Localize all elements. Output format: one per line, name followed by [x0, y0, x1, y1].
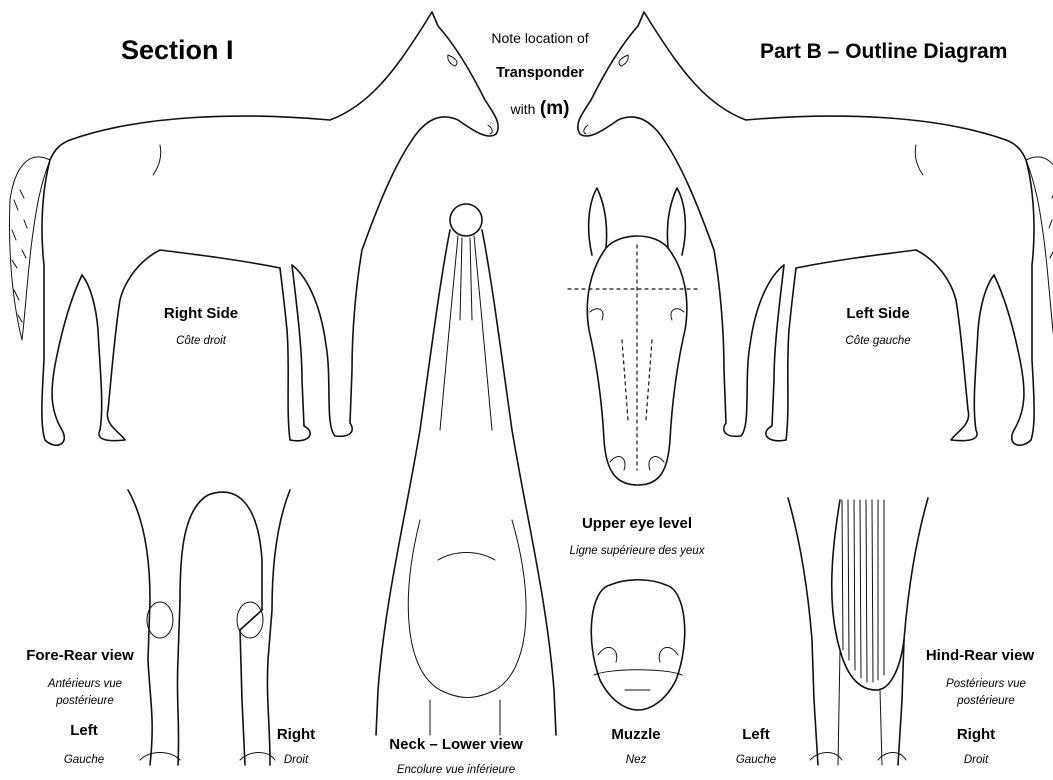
neck-lower-view-label: Neck – Lower view	[389, 736, 522, 753]
transponder-note-line3: with (m)	[511, 98, 570, 120]
fore-rear-view-label: Fore-Rear view	[26, 647, 134, 664]
fore-left-label: Left	[70, 722, 98, 739]
transponder-note-line2: Transponder	[496, 65, 584, 81]
section-title: Section I	[121, 35, 234, 66]
upper-eye-level-label-fr: Ligne supérieure des yeux	[570, 545, 705, 557]
muzzle-label-fr: Nez	[626, 754, 646, 766]
left-side-label: Left Side	[846, 305, 909, 322]
hind-rear-view-label-fr-2: postérieure	[957, 695, 1015, 707]
fore-right-label-fr: Droit	[284, 754, 308, 766]
hind-rear-view-label: Hind-Rear view	[926, 647, 1034, 664]
part-title: Part B – Outline Diagram	[760, 40, 1007, 64]
fore-left-label-fr: Gauche	[64, 754, 104, 766]
neck-lower-view-outline	[376, 204, 556, 735]
hind-rear-view-label-fr-1: Postérieurs vue	[946, 678, 1026, 690]
fore-rear-view-legs-outline	[128, 490, 290, 765]
head-front-view-outline	[568, 188, 700, 485]
transponder-note-line1: Note location of	[491, 30, 588, 46]
right-side-label-fr: Côte droit	[176, 335, 226, 347]
upper-eye-level-label: Upper eye level	[582, 515, 692, 532]
hind-right-label-fr: Droit	[964, 754, 988, 766]
fore-right-label: Right	[277, 726, 315, 743]
fore-rear-view-label-fr-2: postérieure	[56, 695, 114, 707]
neck-lower-view-label-fr: Encolure vue inférieure	[397, 764, 515, 776]
hind-left-label: Left	[742, 726, 770, 743]
left-side-horse-outline	[578, 12, 1053, 445]
left-side-label-fr: Côte gauche	[845, 335, 910, 347]
hind-rear-view-legs-outline	[788, 498, 928, 765]
muzzle-label: Muzzle	[611, 726, 660, 743]
transponder-mark-symbol: (m)	[540, 98, 570, 119]
hind-right-label: Right	[957, 726, 995, 743]
muzzle-outline	[591, 580, 684, 710]
right-side-horse-outline	[10, 12, 499, 445]
transponder-note-with: with	[511, 101, 536, 117]
fore-rear-view-label-fr-1: Antérieurs vue	[48, 678, 122, 690]
right-side-label: Right Side	[164, 305, 238, 322]
hind-left-label-fr: Gauche	[736, 754, 776, 766]
